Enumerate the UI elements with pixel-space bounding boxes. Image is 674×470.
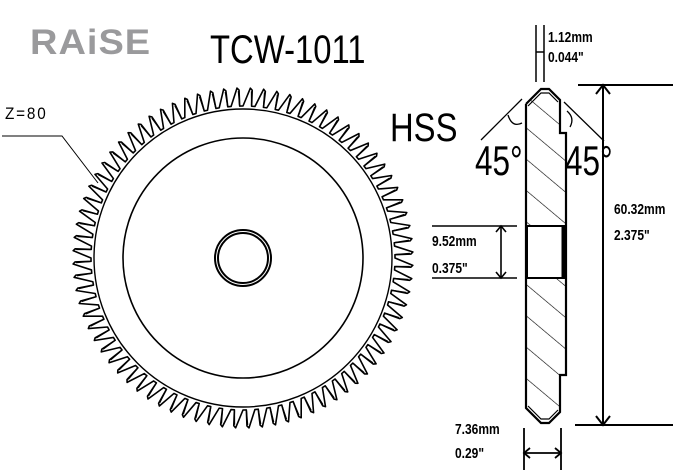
right-angle-label: 45° <box>565 137 613 184</box>
thickness-inch: 0.29" <box>455 445 485 462</box>
tip-thickness-dimension <box>535 25 545 82</box>
bore-diameter-inch: 0.375" <box>432 260 468 277</box>
gear-root-circle <box>93 108 393 408</box>
teeth-leader-line <box>2 135 99 184</box>
bore-diameter-dimension <box>432 224 517 280</box>
gear-teeth <box>72 87 414 429</box>
tooth-count-label: Z=80 <box>5 104 48 123</box>
material-label: HSS <box>390 106 458 150</box>
thickness-dimension <box>522 428 563 470</box>
side-profile-view <box>524 87 568 425</box>
gear-inner-circle <box>122 137 364 379</box>
outer-diameter-inch: 2.375" <box>614 227 650 244</box>
bore-inner-circle <box>217 232 269 284</box>
tooth-faces <box>76 91 410 425</box>
tip-thickness-inch: 0.044" <box>548 49 584 66</box>
gear-face-view <box>72 87 414 429</box>
thickness-mm: 7.36mm <box>455 421 500 438</box>
tip-thickness-mm: 1.12mm <box>548 29 593 46</box>
outer-diameter-dimension <box>575 83 673 427</box>
angle-marks <box>480 98 605 142</box>
raise-logo: RAiSE <box>30 23 152 63</box>
outer-diameter-mm: 60.32mm <box>614 201 666 218</box>
bore-diameter-mm: 9.52mm <box>432 233 477 250</box>
left-angle-label: 45° <box>475 137 523 184</box>
bore-outer-circle <box>214 229 272 287</box>
part-number-title: TCW-1011 <box>210 28 366 72</box>
